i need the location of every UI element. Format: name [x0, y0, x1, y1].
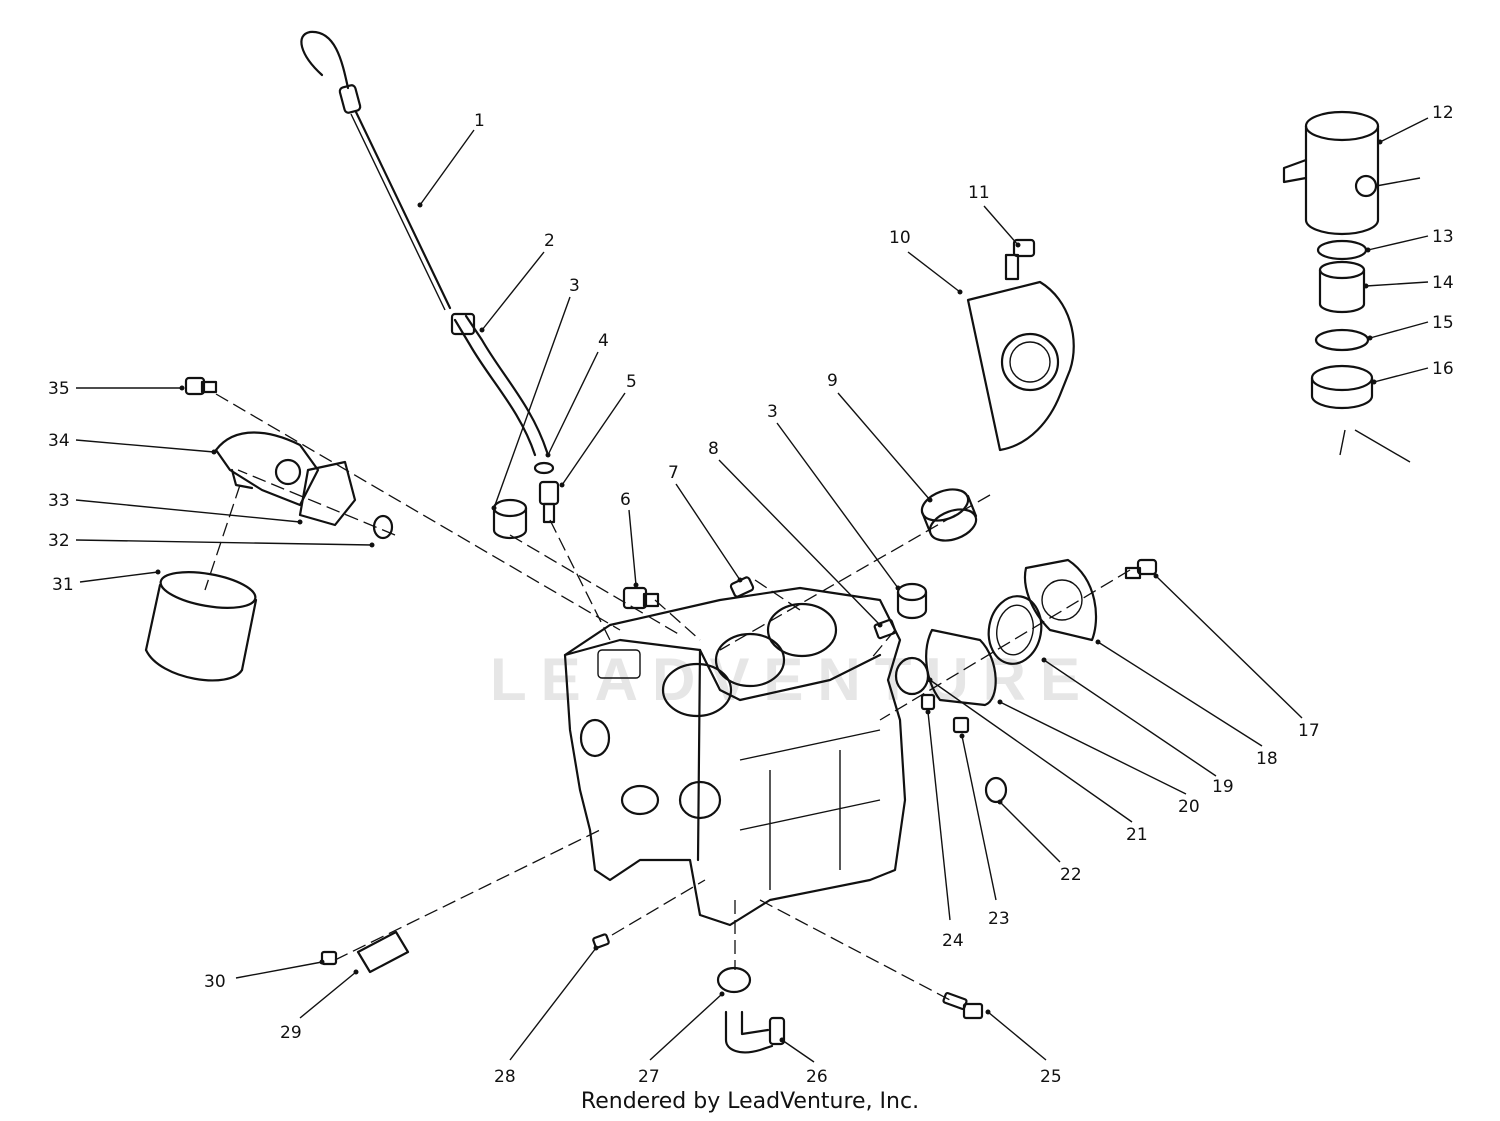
- part-bolt-17: [1124, 558, 1158, 580]
- part-bushing-9: [920, 488, 978, 542]
- part-drain-elbow-26: [724, 1010, 786, 1054]
- part-gasket-33: [298, 460, 357, 527]
- part-dipstick: [300, 30, 452, 311]
- callout-5: 5: [626, 372, 637, 392]
- callout-17: 17: [1298, 721, 1320, 741]
- part-filter-housing-12: [1282, 110, 1421, 236]
- part-washer-27: [716, 966, 752, 994]
- part-filter-bowl-16: [1310, 364, 1411, 463]
- callout-21: 21: [1126, 825, 1148, 845]
- callout-3a: 3: [569, 276, 580, 296]
- callout-10: 10: [889, 228, 911, 248]
- part-seal-22: [984, 776, 1008, 804]
- part-dowel-30: [320, 950, 338, 966]
- callout-23: 23: [988, 909, 1010, 929]
- part-filter-head-34: [214, 431, 320, 507]
- part-fitting-5: [538, 480, 560, 524]
- part-bolt-35: [184, 376, 218, 396]
- part-washer-15: [1314, 328, 1370, 352]
- part-o-ring-4: [533, 461, 555, 475]
- callout-33: 33: [48, 491, 70, 511]
- callout-16: 16: [1432, 359, 1454, 379]
- callout-13: 13: [1432, 227, 1454, 247]
- part-dipstick-guide: [450, 312, 549, 457]
- callout-27: 27: [638, 1067, 660, 1087]
- part-dowel-24: [920, 693, 936, 711]
- callout-20: 20: [1178, 797, 1200, 817]
- callout-3b: 3: [767, 402, 778, 422]
- watermark: LEADVENTURE: [490, 646, 1094, 713]
- callout-26: 26: [806, 1067, 828, 1087]
- callout-28: 28: [494, 1067, 516, 1087]
- callout-15: 15: [1432, 313, 1454, 333]
- callout-24: 24: [942, 931, 964, 951]
- part-plug-23: [952, 716, 970, 734]
- part-filter-element-14: [1318, 260, 1366, 314]
- callout-8: 8: [708, 439, 719, 459]
- render-credit: Rendered by LeadVenture, Inc.: [581, 1089, 919, 1114]
- callout-19: 19: [1212, 777, 1234, 797]
- part-pipe-29: [356, 930, 410, 974]
- callout-35: 35: [48, 379, 70, 399]
- callout-18: 18: [1256, 749, 1278, 769]
- part-bushing-3a: [492, 498, 528, 540]
- part-bolt-11: [1004, 238, 1036, 281]
- callout-leaders: [75, 117, 1429, 1063]
- part-gasket-20: [925, 628, 997, 707]
- part-cylinder-block: [563, 586, 907, 927]
- assembly-center-lines: [204, 393, 1131, 1001]
- callout-7: 7: [668, 463, 679, 483]
- part-oil-seal-19: [987, 595, 1043, 665]
- callout-11: 11: [968, 183, 990, 203]
- callout-32: 32: [48, 531, 70, 551]
- callout-14: 14: [1432, 273, 1454, 293]
- part-dowel-28: [592, 933, 610, 949]
- callout-12: 12: [1432, 103, 1454, 123]
- callout-2: 2: [544, 231, 555, 251]
- callout-4: 4: [598, 331, 609, 351]
- callout-25: 25: [1040, 1067, 1062, 1087]
- callout-30: 30: [204, 972, 226, 992]
- callout-31: 31: [52, 575, 74, 595]
- callout-29: 29: [280, 1023, 302, 1043]
- part-seal-housing-18: [1024, 558, 1098, 642]
- part-o-ring-32: [372, 514, 394, 540]
- part-elbow-fitting-6: [622, 586, 660, 610]
- callout-34: 34: [48, 431, 70, 451]
- part-bolt-25: [942, 992, 984, 1020]
- part-bushing-3b: [896, 582, 928, 620]
- part-oil-filter-31: [144, 571, 258, 682]
- part-gasket-13: [1316, 239, 1368, 261]
- callout-22: 22: [1060, 865, 1082, 885]
- part-cover-plate-10: [966, 280, 1075, 452]
- callout-1: 1: [474, 111, 485, 131]
- callout-labels: 1 2 3 3 4 5 6 7 8 9 10 11 12 13 14 15 16…: [48, 103, 1454, 1087]
- callout-9: 9: [827, 371, 838, 391]
- callout-6: 6: [620, 490, 631, 510]
